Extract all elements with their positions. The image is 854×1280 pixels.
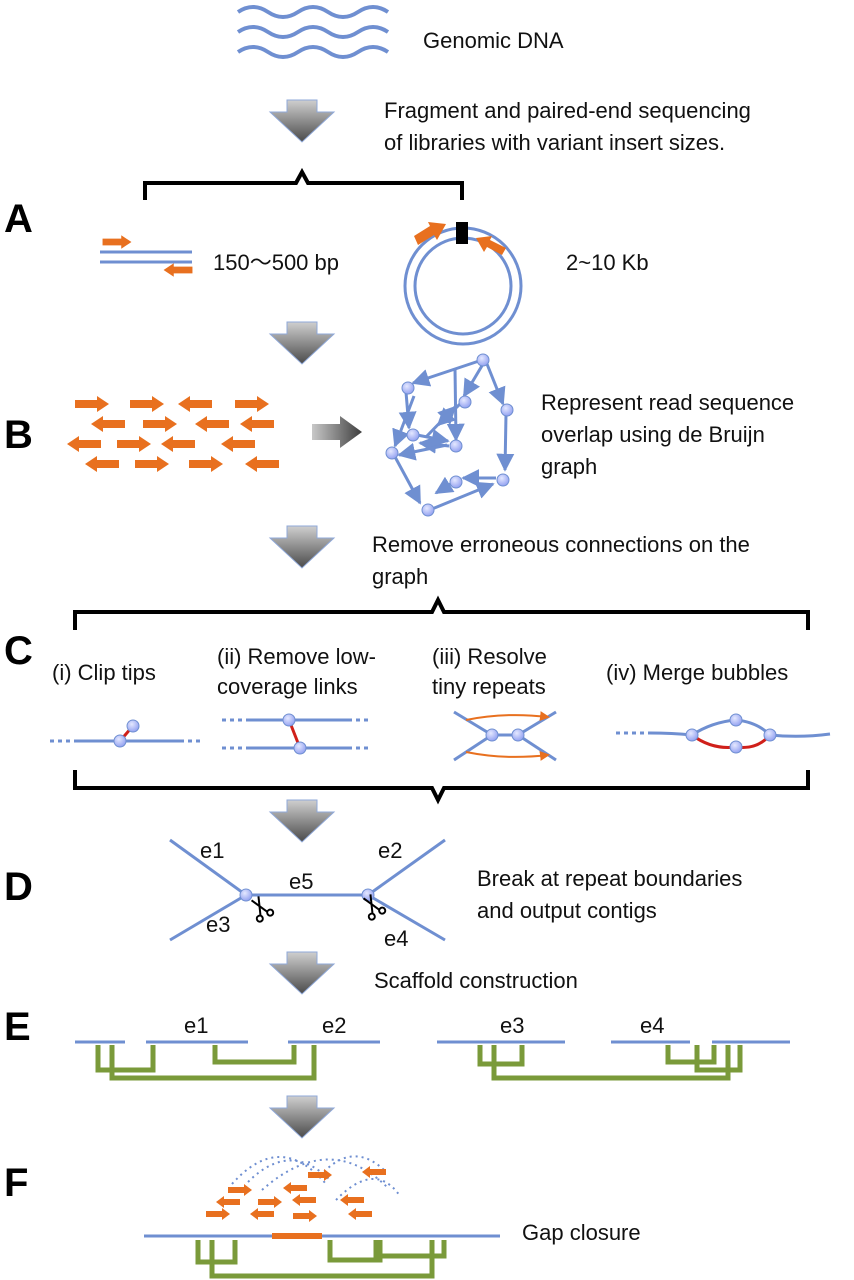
remove-errors-line1: Remove erroneous connections on the bbox=[372, 532, 750, 557]
down-arrow-icon bbox=[269, 1095, 335, 1139]
scissors-icon bbox=[250, 896, 275, 923]
edge-label-e1: e1 bbox=[200, 838, 224, 863]
down-arrow-icon bbox=[269, 321, 335, 365]
long-insert-circle-icon bbox=[403, 222, 523, 346]
down-arrow-icon bbox=[269, 99, 335, 143]
step-letter-f: F bbox=[4, 1161, 28, 1205]
debruijn-desc-line2: overlap using de Bruijn bbox=[541, 422, 765, 447]
genomic-dna-label: Genomic DNA bbox=[423, 28, 564, 53]
tiny-repeats-diagram bbox=[453, 710, 557, 762]
edge-label-e5: e5 bbox=[289, 869, 313, 894]
scaffold-label: Scaffold construction bbox=[374, 968, 578, 993]
debruijn-desc-line1: Represent read sequence bbox=[541, 390, 794, 415]
repeat-boundary-diagram bbox=[169, 838, 446, 942]
low-coverage-label-line1: (ii) Remove low- bbox=[217, 644, 376, 669]
brace-c-bottom bbox=[73, 770, 810, 805]
genomic-dna-icon bbox=[236, 5, 390, 59]
clip-tips-label: (i) Clip tips bbox=[52, 660, 156, 685]
merge-bubbles-label: (iv) Merge bubbles bbox=[606, 660, 788, 685]
step-letter-b: B bbox=[4, 413, 33, 457]
short-insert-label: 150～500 bp bbox=[213, 250, 339, 275]
gap-closure-label: Gap closure bbox=[522, 1220, 641, 1245]
brace-c-top bbox=[73, 595, 810, 630]
remove-errors-line2: graph bbox=[372, 564, 428, 589]
resolve-repeats-label-line2: tiny repeats bbox=[432, 674, 546, 699]
scissors-icon bbox=[362, 894, 387, 921]
edge-label-e3: e3 bbox=[206, 912, 230, 937]
step-letter-e: E bbox=[4, 1005, 31, 1049]
edge-label-e4: e4 bbox=[384, 926, 408, 951]
scaffold-left bbox=[75, 1040, 380, 1081]
short-insert-pair-icon bbox=[100, 235, 193, 277]
fragment-label-line1: Fragment and paired-end sequencing bbox=[384, 98, 751, 123]
down-arrow-icon bbox=[269, 525, 335, 569]
contig-label-e3: e3 bbox=[500, 1013, 524, 1038]
reads-cluster-icon bbox=[67, 396, 279, 472]
de-bruijn-graph bbox=[385, 353, 515, 517]
step-letter-d: D bbox=[4, 865, 33, 909]
down-arrow-icon bbox=[269, 951, 335, 995]
contig-label-e4: e4 bbox=[640, 1013, 664, 1038]
low-coverage-diagram bbox=[222, 713, 372, 755]
right-arrow-icon bbox=[312, 416, 362, 448]
resolve-repeats-label-line1: (iii) Resolve bbox=[432, 644, 547, 669]
contig-label-e2: e2 bbox=[322, 1013, 346, 1038]
edge-label-e2: e2 bbox=[378, 838, 402, 863]
merge-bubbles-diagram bbox=[616, 713, 831, 754]
gap-closure-diagram bbox=[144, 1155, 500, 1279]
break-desc-line1: Break at repeat boundaries bbox=[477, 866, 742, 891]
step-letter-c: C bbox=[4, 629, 33, 673]
brace-fragment bbox=[143, 167, 464, 200]
step-letter-a: A bbox=[4, 197, 33, 241]
low-coverage-label-line2: coverage links bbox=[217, 674, 358, 699]
contig-label-e1: e1 bbox=[184, 1013, 208, 1038]
scaffold-right bbox=[437, 1040, 790, 1081]
long-insert-label: 2~10 Kb bbox=[566, 250, 649, 275]
clip-tips-diagram bbox=[50, 719, 200, 748]
down-arrow-icon bbox=[269, 799, 335, 843]
fragment-label-line2: of libraries with variant insert sizes. bbox=[384, 130, 725, 155]
break-desc-line2: and output contigs bbox=[477, 898, 657, 923]
debruijn-desc-line3: graph bbox=[541, 454, 597, 479]
